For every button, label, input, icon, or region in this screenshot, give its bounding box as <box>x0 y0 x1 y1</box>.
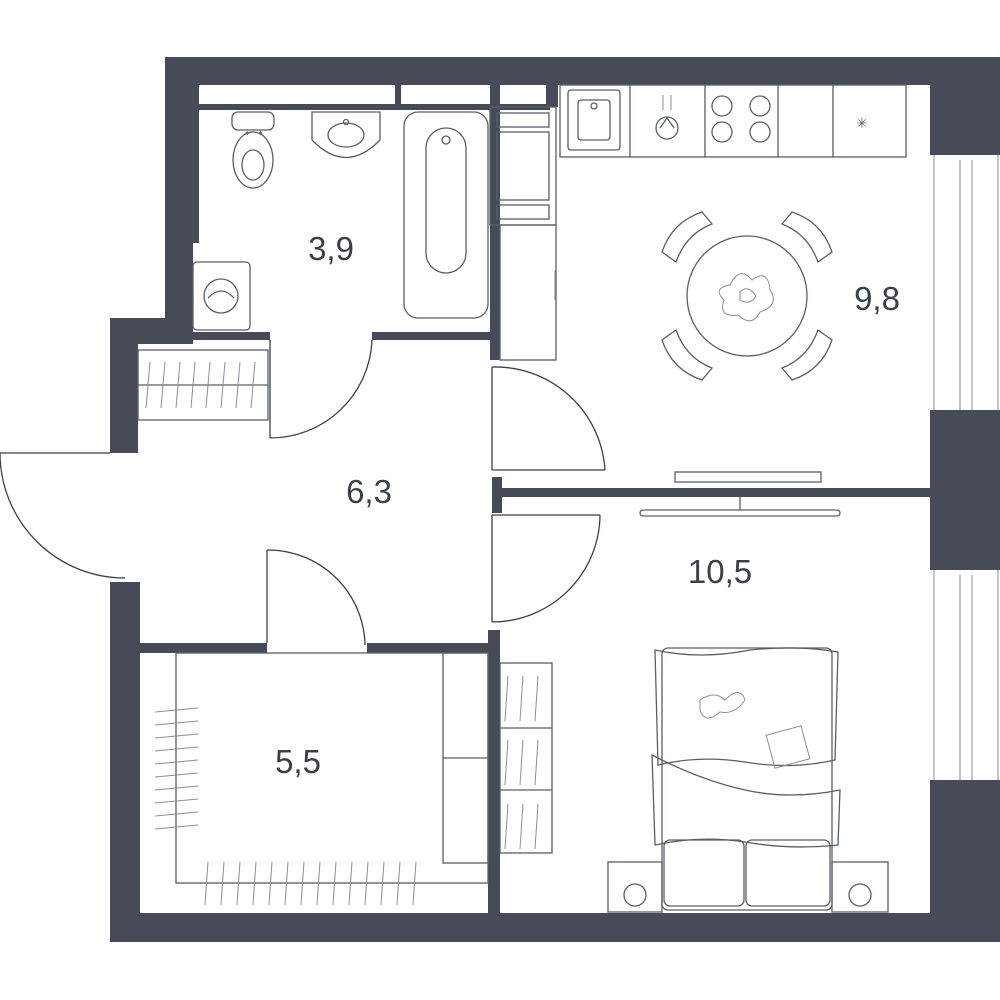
window-kitchen <box>933 155 999 410</box>
hanger <box>380 861 385 906</box>
kitchen-door <box>491 366 606 471</box>
bedroom-area: 10,5 <box>688 553 752 590</box>
kitchen-counter <box>559 84 907 158</box>
chair-icon <box>661 211 833 381</box>
hanger <box>220 361 226 409</box>
bathroom-fixtures: ✦ ✦ <box>192 106 557 361</box>
hanger <box>154 707 199 713</box>
hanger <box>154 746 199 752</box>
shelving-icon <box>489 106 557 361</box>
doors <box>0 339 606 646</box>
svg-text:✦: ✦ <box>257 129 264 138</box>
hanger <box>154 733 199 739</box>
wardrobe-area: 5,5 <box>275 743 321 780</box>
hallway-area: 6,3 <box>346 473 392 510</box>
hanger <box>236 861 241 906</box>
sink-icon <box>311 111 381 159</box>
tv-icon <box>639 471 841 517</box>
hanger <box>534 803 539 850</box>
windows <box>933 155 999 780</box>
hangers <box>145 361 539 906</box>
toilet-icon: ✦ ✦ <box>231 111 275 189</box>
bedroom-shelves <box>499 662 553 854</box>
hanger <box>504 739 509 786</box>
hanger <box>396 861 401 906</box>
hanger <box>160 361 166 409</box>
hanger <box>154 785 199 791</box>
bathtub-icon <box>403 111 489 319</box>
kitchen-fixtures: ✳ <box>559 84 907 381</box>
washing-machine-icon <box>192 261 251 331</box>
wardrobe-icon <box>175 652 489 884</box>
nightstand-icon <box>607 861 889 913</box>
hanger <box>190 361 196 409</box>
wardrobe-fixtures <box>137 349 539 906</box>
hanger <box>504 675 509 722</box>
kitchen-area: 9,8 <box>854 280 900 317</box>
wardrobe-door <box>266 549 366 646</box>
hanger <box>220 861 225 906</box>
bed-icon <box>651 647 841 911</box>
hanger <box>250 361 256 409</box>
hanger <box>145 361 151 409</box>
hanger <box>504 803 509 850</box>
walls <box>110 57 1000 942</box>
hanger <box>204 861 209 906</box>
hanger <box>205 361 211 409</box>
bathroom-door <box>269 339 373 439</box>
hanger <box>534 739 539 786</box>
bedroom-fixtures <box>499 647 889 913</box>
entrance-door <box>0 452 126 579</box>
hanger <box>332 861 337 906</box>
hanger <box>534 675 539 722</box>
stove-icon <box>711 95 771 143</box>
hall-closet <box>137 349 269 421</box>
hanger <box>300 861 305 906</box>
hanger <box>154 759 199 765</box>
bathroom-area: 3,9 <box>308 230 354 267</box>
hanger <box>519 675 524 722</box>
hanger <box>175 361 181 409</box>
hanger <box>284 861 289 906</box>
hanger <box>154 720 199 726</box>
hanger <box>154 811 199 817</box>
hanger <box>364 861 369 906</box>
hanger <box>348 861 353 906</box>
hanger <box>519 803 524 850</box>
hanger <box>235 361 241 409</box>
hanger <box>519 739 524 786</box>
hanger <box>268 861 273 906</box>
room-labels: 3,9 9,8 6,3 10,5 5,5 <box>275 230 900 780</box>
bedroom-door <box>491 514 601 623</box>
hanger <box>252 861 257 906</box>
kitchen-sink-icon <box>567 89 621 151</box>
svg-text:✦: ✦ <box>244 129 251 138</box>
window-bedroom <box>933 570 999 780</box>
hanger <box>316 861 321 906</box>
fridge-icon: ✳ <box>856 116 868 132</box>
hanger <box>154 824 199 830</box>
dining-table-icon <box>686 235 808 357</box>
hanger <box>412 861 417 906</box>
dishwasher-icon <box>655 95 679 140</box>
hanger <box>154 798 199 804</box>
hanger <box>154 772 199 778</box>
